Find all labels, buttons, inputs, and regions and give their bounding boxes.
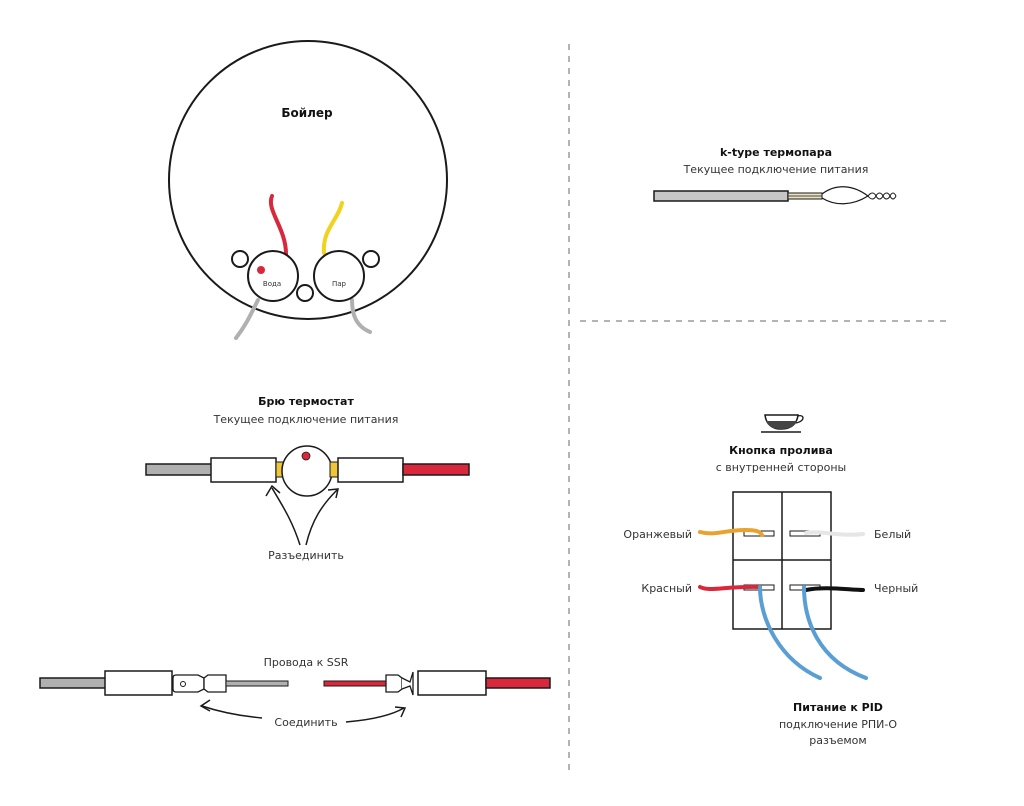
blue-wire-left [758,585,822,680]
white-wire [804,530,865,537]
brew-thermostat-subtitle: Текущее подключение питания [213,413,399,426]
boiler-outline [168,40,448,320]
ssr-left-crimp [203,674,227,693]
pid-power-subtitle-2: разъемом [809,734,866,747]
ssr-right-red-wire [485,677,551,689]
ssr-left-thin-wire [225,680,289,687]
brew-thermostat-title: Брю термостат [258,395,354,408]
thermostat-right-terminal [329,461,339,478]
disconnect-arrow-right [305,489,338,546]
thermocouple-title: k-type термопара [720,146,832,159]
disconnect-label: Разъединить [268,549,344,562]
coffee-cup-icon [761,414,804,433]
pid-power-subtitle-1: подключение РПИ-О [779,718,897,731]
red-wire-label: Красный [641,582,692,595]
white-wire-label: Белый [874,528,911,541]
orange-wire [698,527,764,537]
ssr-left-sleeve [104,670,173,696]
thermostat-red-dot [301,451,311,461]
ssr-right-sleeve [417,670,487,696]
thermostat-right-sleeve [337,457,404,483]
ssr-right-thin-wire [323,680,387,687]
water-port-red-dot [257,266,265,274]
steam-port [313,250,365,302]
ssr-male-spade-terminal [172,674,205,693]
brew-button-group: Кнопка пролива с внутренней стороны Оран… [623,414,918,680]
thermocouple-loop [821,186,870,205]
connect-label: Соединить [274,716,337,729]
ssr-female-terminal [401,671,414,696]
ssr-left-gray-wire [39,677,107,689]
steam-port-label: Пар [332,280,347,288]
pid-power-title: Питание к PID [793,701,883,714]
water-port [247,250,299,302]
ssr-wires-group: Провода к SSR Соединить [39,656,551,729]
black-wire-label: Черный [874,582,918,595]
boiler-title: Бойлер [281,106,333,120]
boiler-small-port-center [296,284,314,302]
thermocouple-subtitle: Текущее подключение питания [683,163,869,176]
boiler-red-wire [268,194,288,256]
thermostat-gray-wire [145,463,213,476]
ssr-wires-title: Провода к SSR [264,656,349,669]
thermostat-red-wire [402,463,470,476]
boiler-small-port-left [231,250,249,268]
connect-arrow-right [345,707,405,723]
boiler-yellow-wire [321,201,344,255]
orange-wire-label: Оранжевый [623,528,692,541]
boiler-gray-wire-right [350,298,372,334]
brew-thermostat-group: Брю термостат Текущее подключение питани… [145,395,470,562]
brew-button-subtitle: с внутренней стороны [716,461,846,474]
boiler-gray-wire-left [234,298,260,340]
blue-wire-right [802,585,868,680]
boiler-small-port-right [362,250,380,268]
connect-arrow-left [201,705,263,719]
disconnect-arrow-left [271,487,301,546]
water-port-label: Вода [263,280,281,288]
boiler-group: Бойлер Вода Пар [168,40,448,340]
thermocouple-sheath [653,190,789,202]
red-wire [698,584,762,591]
thermocouple-group: k-type термопара Текущее подключение пит… [653,146,897,205]
black-wire [804,586,865,592]
thermocouple-twisted-tip [867,192,897,200]
brew-button-title: Кнопка пролива [729,444,833,457]
pid-power-group: Питание к PID подключение РПИ-О разъемом [779,701,897,747]
thermostat-left-sleeve [210,457,277,483]
ssr-female-crimp [385,674,403,693]
